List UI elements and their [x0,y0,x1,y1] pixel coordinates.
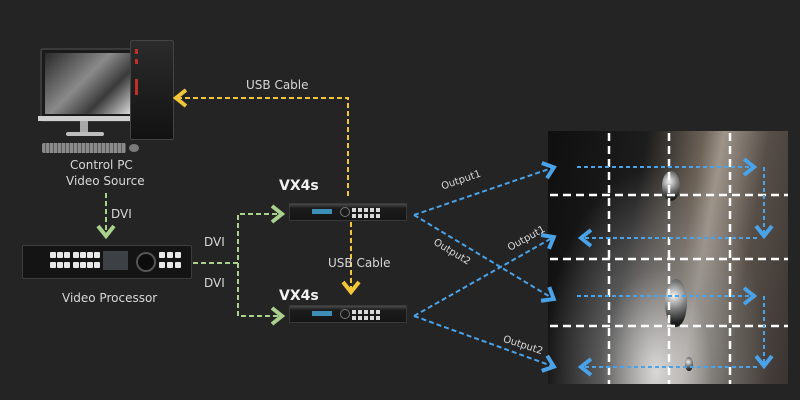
usb-cable-middle-label: USB Cable [328,256,391,270]
vx4s-bottom-output2-line [413,315,557,373]
water-droplet-image [685,357,693,371]
video-processor-device [22,245,192,279]
monitor-icon [40,48,136,122]
control-pc-label-line2: Video Source [66,174,145,188]
scan-path-lower [577,286,774,377]
keyboard-icon [42,143,126,153]
vx4s-top-output1-line [413,161,557,216]
scan-path-upper [577,157,774,248]
vx4s-bottom-label: VX4s [279,288,319,304]
vx4s-top-output2-line [413,214,557,303]
vx4s-bottom-device [289,305,407,323]
video-processor-label: Video Processor [62,291,158,305]
usb-cable-top-line [172,88,349,196]
water-droplet-image [665,279,687,327]
vx4s-top-label: VX4s [279,178,319,194]
mouse-icon [129,144,139,152]
knob-icon [136,252,156,272]
usb-cable-top-label: USB Cable [246,78,309,92]
dvi-processor-to-vx4s-bottom-line [237,263,286,326]
dvi-processor-to-vx4s-bottom-label: DVI [204,276,225,290]
water-droplet-image [662,171,680,201]
dvi-processor-to-vx4s-top-line [193,204,286,264]
control-pc-label-line1: Control PC [70,158,133,172]
vx4s-top-device [289,203,407,221]
dvi-processor-to-vx4s-top-label: DVI [204,235,225,249]
dvi-pc-to-processor-label: DVI [111,207,132,221]
led-cabinet-grid [550,133,788,384]
vx4s-bottom-output1-line [413,232,557,317]
